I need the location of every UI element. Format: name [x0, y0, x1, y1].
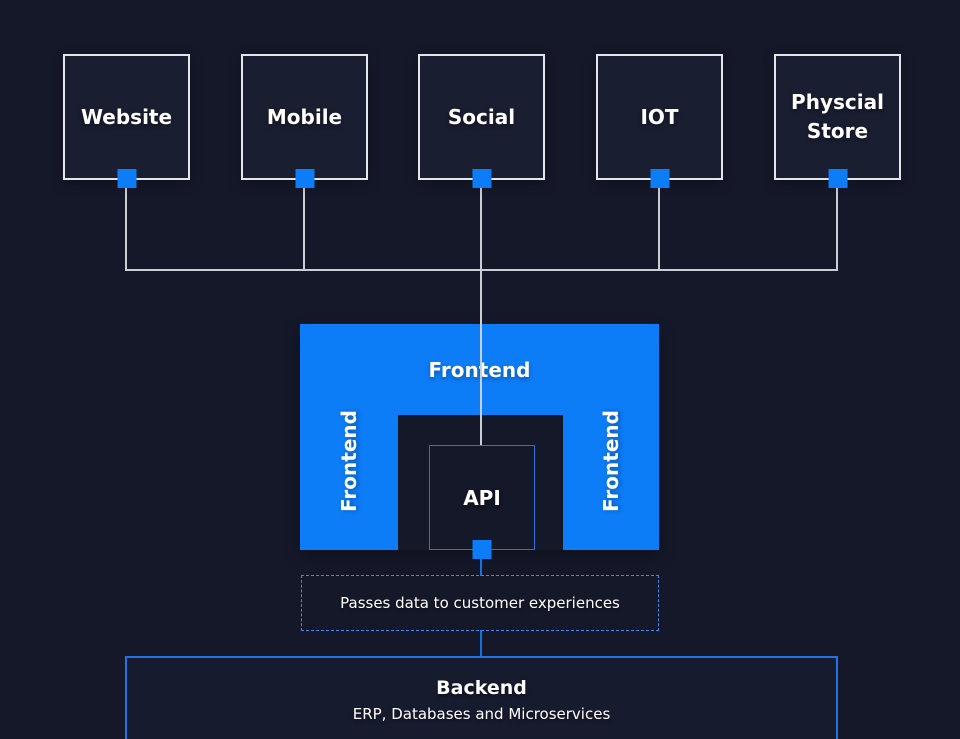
channel-label: Social [447, 104, 516, 129]
frontend-right-label: Frontend [599, 409, 623, 512]
frontend-right-column: Frontend [563, 410, 659, 550]
connector-line-horizontal-bus [125, 269, 838, 271]
note-box: Passes data to customer experiences [301, 575, 659, 631]
channel-label: Website [80, 104, 173, 129]
frontend-left-column: Frontend [300, 410, 398, 550]
connector-node [650, 169, 669, 188]
connector-node [828, 169, 847, 188]
note-label: Passes data to customer experiences [340, 594, 620, 612]
backend-subtitle: ERP, Databases and Microservices [352, 705, 611, 723]
backend-title: Backend [436, 677, 527, 699]
channel-label: Mobile [266, 104, 343, 129]
frontend-left-label: Frontend [337, 409, 361, 512]
connector-node [472, 169, 491, 188]
connector-line-social-to-api [480, 180, 482, 445]
connector-line-iot [658, 180, 660, 270]
channel-label: IOT [640, 104, 679, 129]
connector-line-api-to-note [480, 559, 482, 576]
backend-box: Backend ERP, Databases and Microservices [125, 656, 838, 739]
channel-box-social: Social [418, 54, 545, 188]
connector-line-mobile [303, 180, 305, 270]
connector-node [472, 540, 492, 559]
channel-box-website: Website [63, 54, 190, 188]
channel-box-mobile: Mobile [241, 54, 368, 188]
frontend-top-label: Frontend [300, 324, 659, 415]
connector-node [295, 169, 314, 188]
connector-node [117, 169, 136, 188]
api-label: API [463, 485, 501, 510]
connector-line-physical-store [836, 180, 838, 270]
connector-line-note-to-backend [480, 630, 482, 657]
connector-line-website [125, 180, 127, 270]
channel-box-iot: IOT [596, 54, 723, 188]
channel-box-physical-store: Physcial Store [774, 54, 901, 188]
channel-label: Physcial Store [791, 90, 884, 143]
api-box: API [429, 445, 535, 559]
